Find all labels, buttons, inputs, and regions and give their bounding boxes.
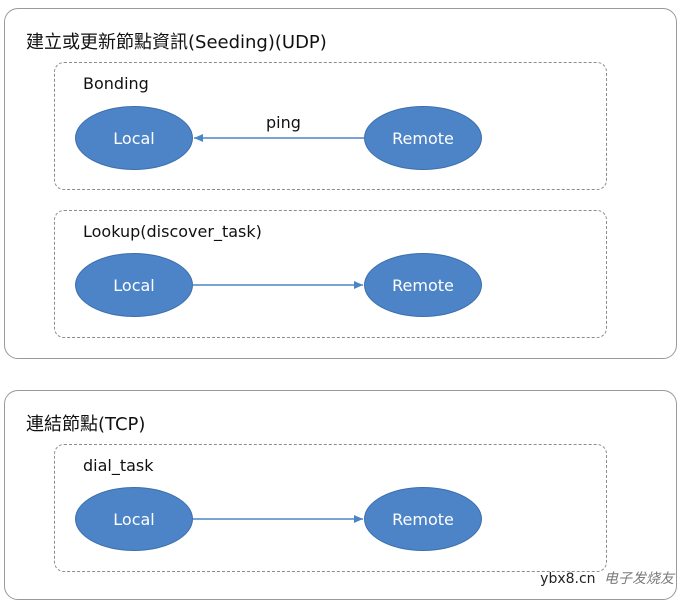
dial-group (54, 444, 607, 572)
lookup-remote-node: Remote (364, 253, 482, 317)
lookup-group-title: Lookup(discover_task) (83, 222, 262, 241)
watermark-brand: 电子发烧友 (604, 571, 674, 587)
lookup-group (54, 210, 607, 338)
bonding-group-title: Bonding (83, 74, 149, 93)
seeding-panel-title: 建立或更新節點資訊(Seeding)(UDP) (26, 32, 327, 53)
bonding-group (54, 62, 607, 190)
dial-local-node: Local (75, 487, 193, 551)
watermark: ybx8.cn 电子发烧友 (540, 568, 674, 588)
bonding-remote-node: Remote (364, 106, 482, 170)
dial-group-title: dial_task (83, 456, 154, 475)
dial-remote-node: Remote (364, 487, 482, 551)
watermark-site: ybx8.cn (540, 571, 596, 587)
connect-panel-title: 連結節點(TCP) (26, 414, 146, 435)
lookup-local-node: Local (75, 253, 193, 317)
ping-edge-label: ping (266, 113, 301, 132)
bonding-local-node: Local (75, 106, 193, 170)
